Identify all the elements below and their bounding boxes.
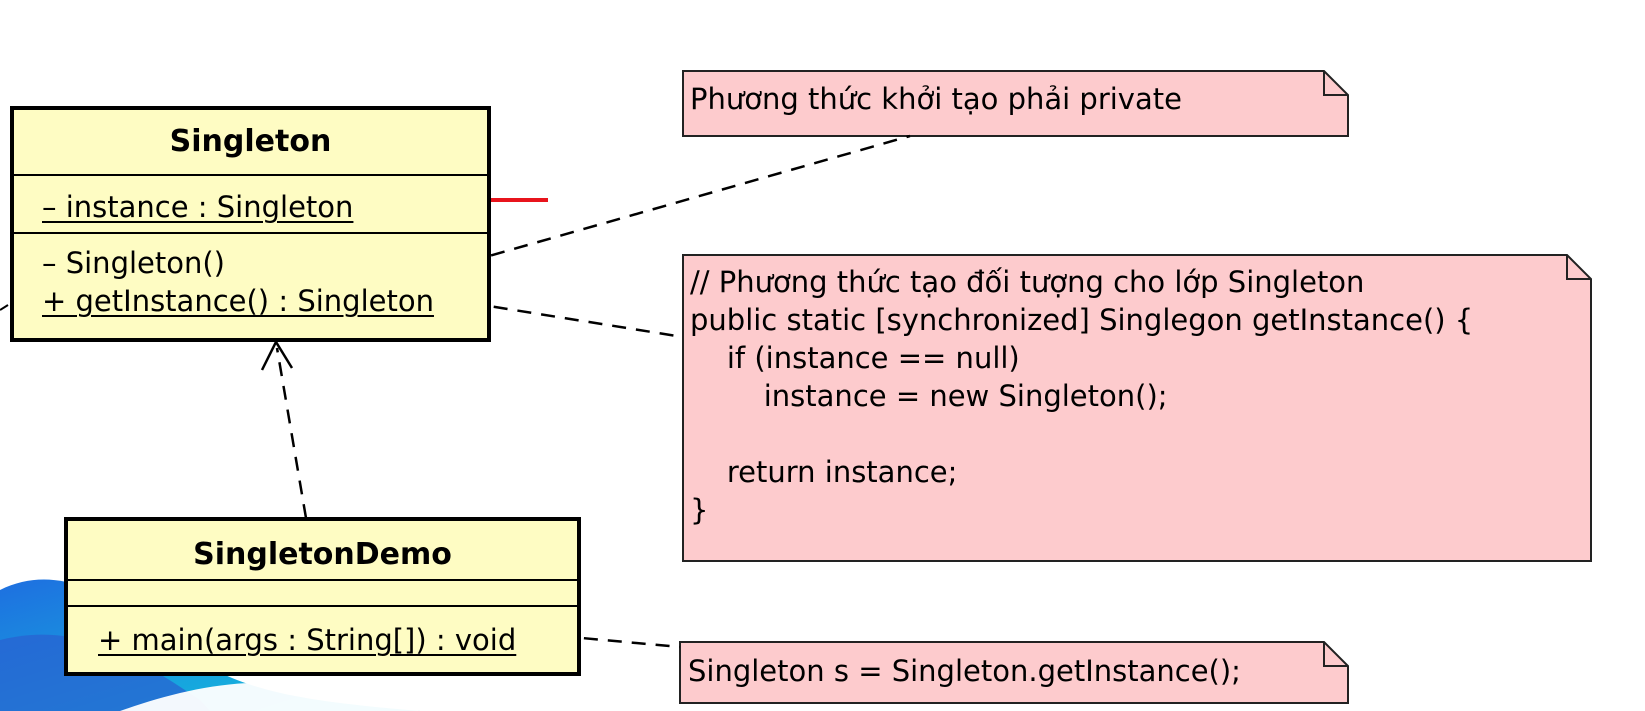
code-line: instance = new Singleton(); — [690, 379, 1168, 413]
code-line: } — [690, 493, 709, 527]
code-line: public static [synchronized] Singlegon g… — [690, 303, 1474, 337]
code-line: return instance; — [690, 455, 958, 489]
note-get-instance-shape — [682, 254, 1592, 562]
note-constructor-shape — [682, 70, 1349, 137]
class-method: – Singleton() — [42, 246, 225, 280]
note-usage-text: Singleton s = Singleton.getInstance(); — [688, 654, 1241, 688]
code-line: if (instance == null) — [690, 341, 1020, 375]
class-method: + main(args : String[]) : void — [98, 623, 517, 657]
singleton-demo-class: SingletonDemo + main(args : String[]) : … — [64, 517, 581, 676]
code-line: // Phương thức tạo đối tượng cho lớp Sin… — [690, 265, 1365, 299]
code-line — [690, 415, 1473, 453]
class-attribute: – instance : Singleton — [42, 190, 354, 224]
class-name: Singleton — [169, 124, 332, 159]
singleton-class: Singleton – instance : Singleton – Singl… — [10, 106, 491, 342]
class-method: + getInstance() : Singleton — [42, 284, 434, 318]
class-name: SingletonDemo — [193, 537, 452, 572]
note-get-instance-text: // Phương thức tạo đối tượng cho lớp Sin… — [690, 263, 1473, 529]
note-constructor-text: Phương thức khởi tạo phải private — [690, 82, 1182, 116]
note-usage-shape — [679, 641, 1349, 704]
